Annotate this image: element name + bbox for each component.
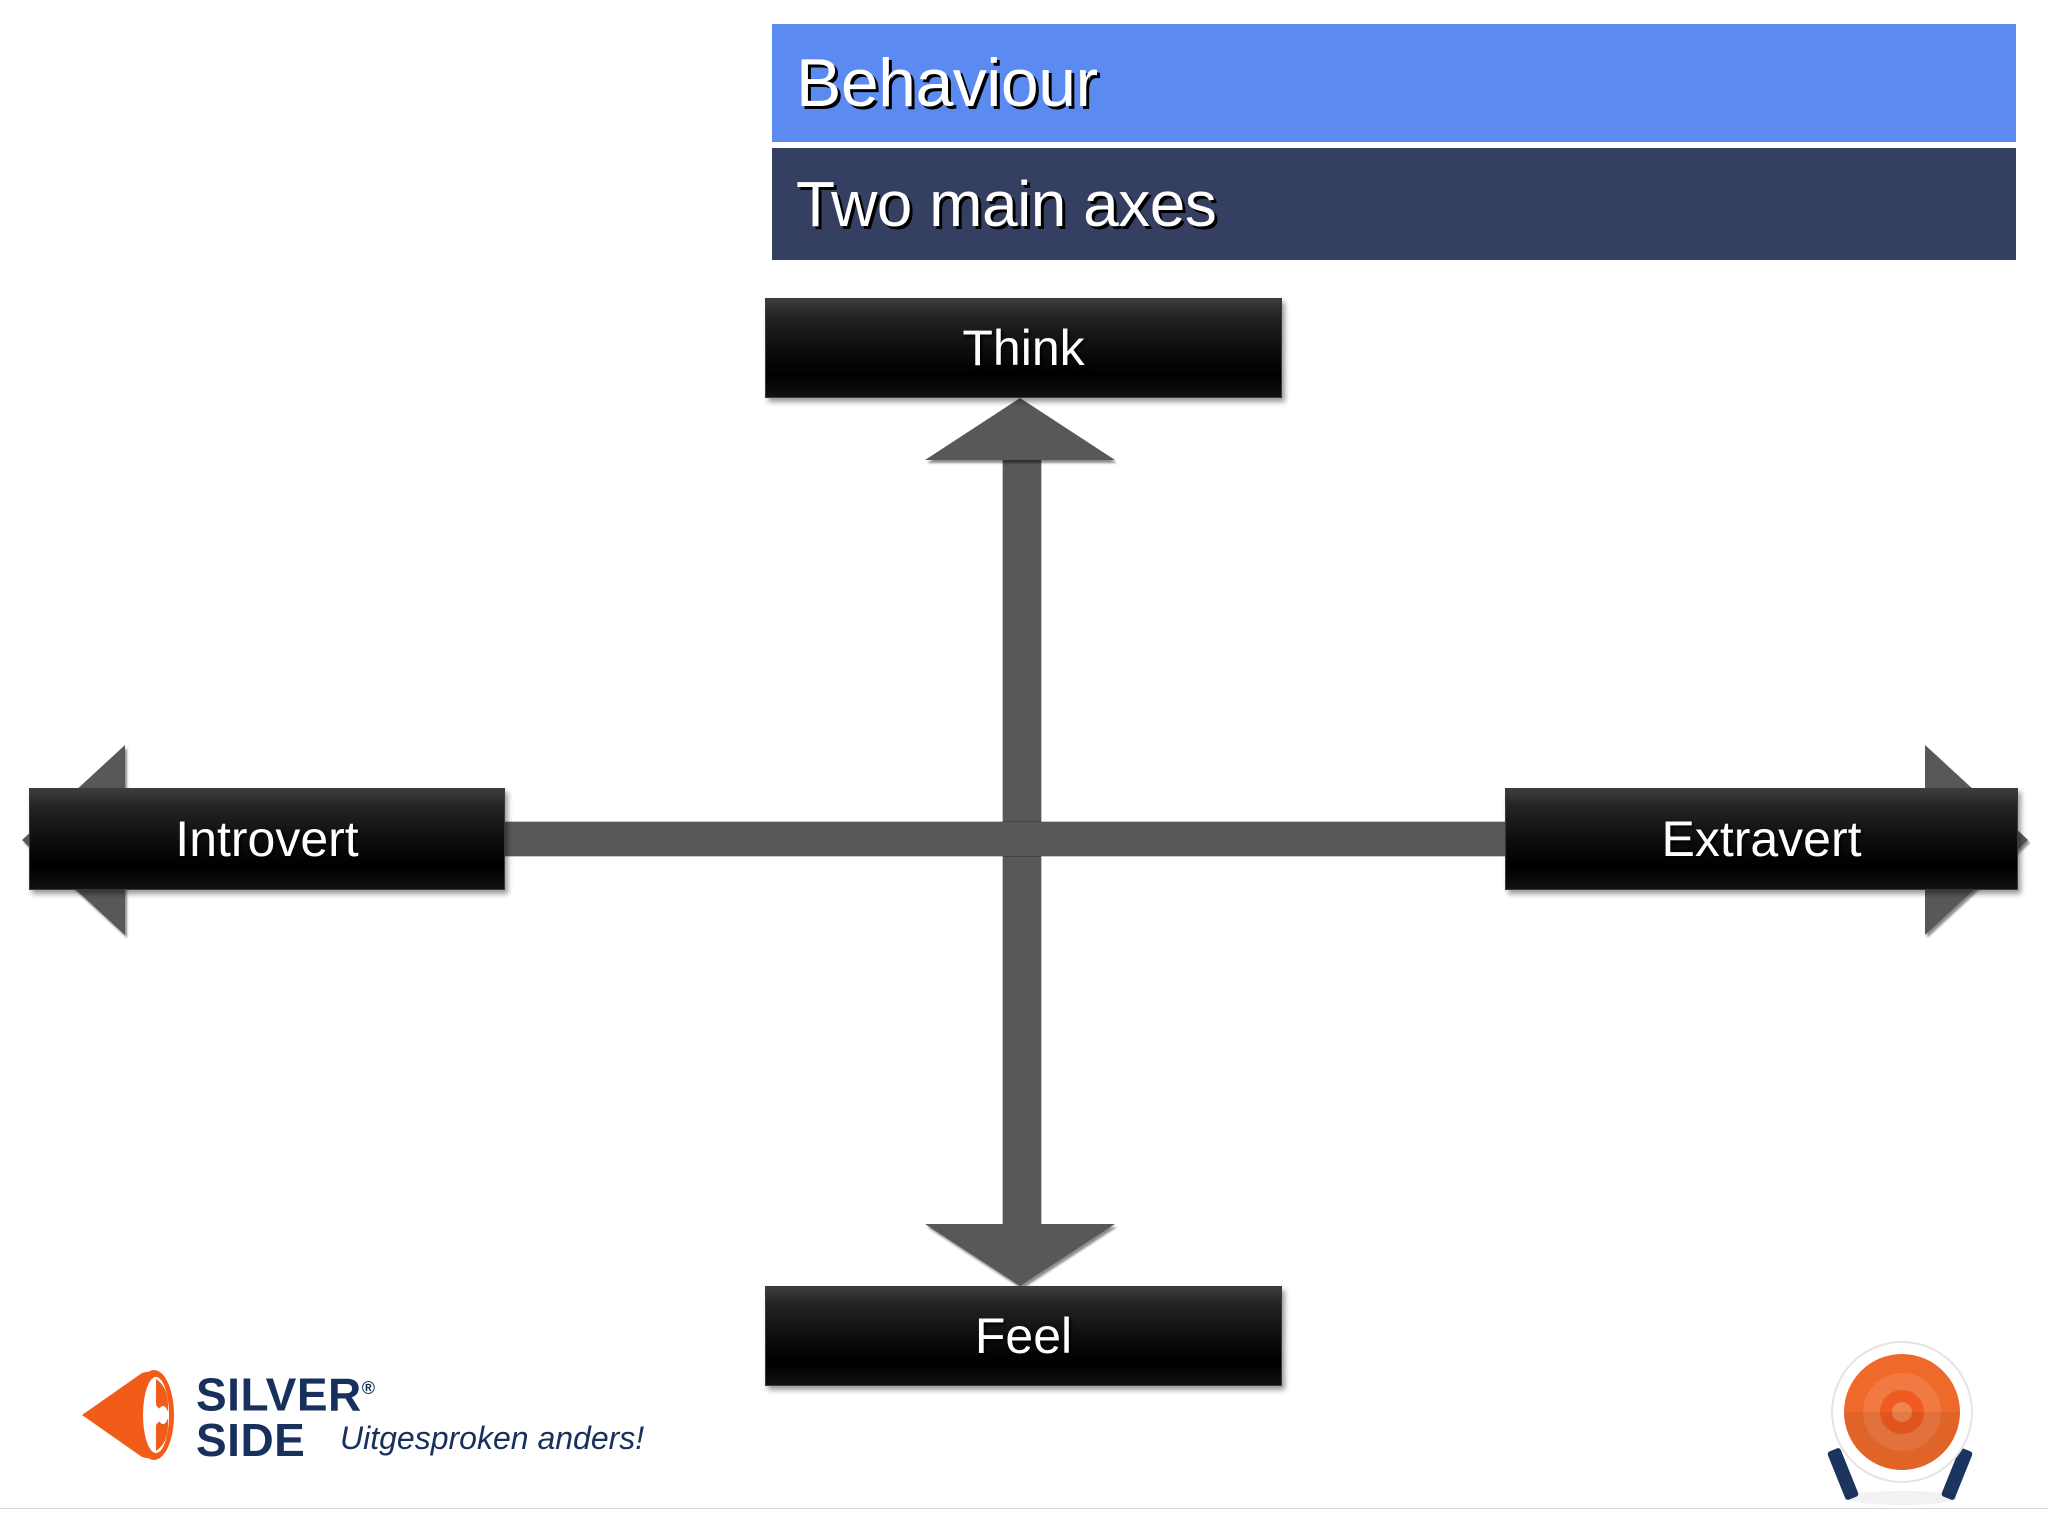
- axis-label-box-introvert[interactable]: Introvert: [29, 788, 505, 890]
- arrow-down-icon: [925, 1224, 1115, 1286]
- horizontal-axis-shaft: [500, 822, 1516, 856]
- megaphone-icon: [82, 1370, 174, 1460]
- arrow-up-icon: [925, 398, 1115, 460]
- axis-label-introvert: Introvert: [175, 811, 359, 867]
- slide-title: Behaviour: [796, 45, 1098, 121]
- axis-label-extravert: Extravert: [1661, 811, 1862, 867]
- axis-label-think: Think: [962, 320, 1085, 376]
- target-icon: [1827, 1341, 1973, 1505]
- axis-label-feel: Feel: [974, 1308, 1073, 1364]
- silverside-logo: SILVER® SIDE Uitgesproken anders!: [78, 1365, 644, 1483]
- silverside-tagline: Uitgesproken anders!: [340, 1420, 645, 1456]
- silverside-line1: SILVER: [196, 1368, 362, 1421]
- axis-label-box-think[interactable]: Think: [765, 298, 1282, 398]
- slide-subtitle: Two main axes: [796, 168, 1217, 240]
- axis-label-box-feel[interactable]: Feel: [765, 1286, 1282, 1386]
- bottom-divider: [0, 1508, 2048, 1509]
- slide-title-bar: Behaviour: [772, 24, 2016, 142]
- silverside-line2: SIDE: [196, 1414, 306, 1467]
- target-logo: [1822, 1338, 1982, 1508]
- axis-label-box-extravert[interactable]: Extravert: [1505, 788, 2018, 890]
- silverside-wordmark: SILVER® SIDE: [196, 1365, 376, 1463]
- registered-mark: ®: [361, 1378, 376, 1398]
- slide-subtitle-bar: Two main axes: [772, 148, 2016, 260]
